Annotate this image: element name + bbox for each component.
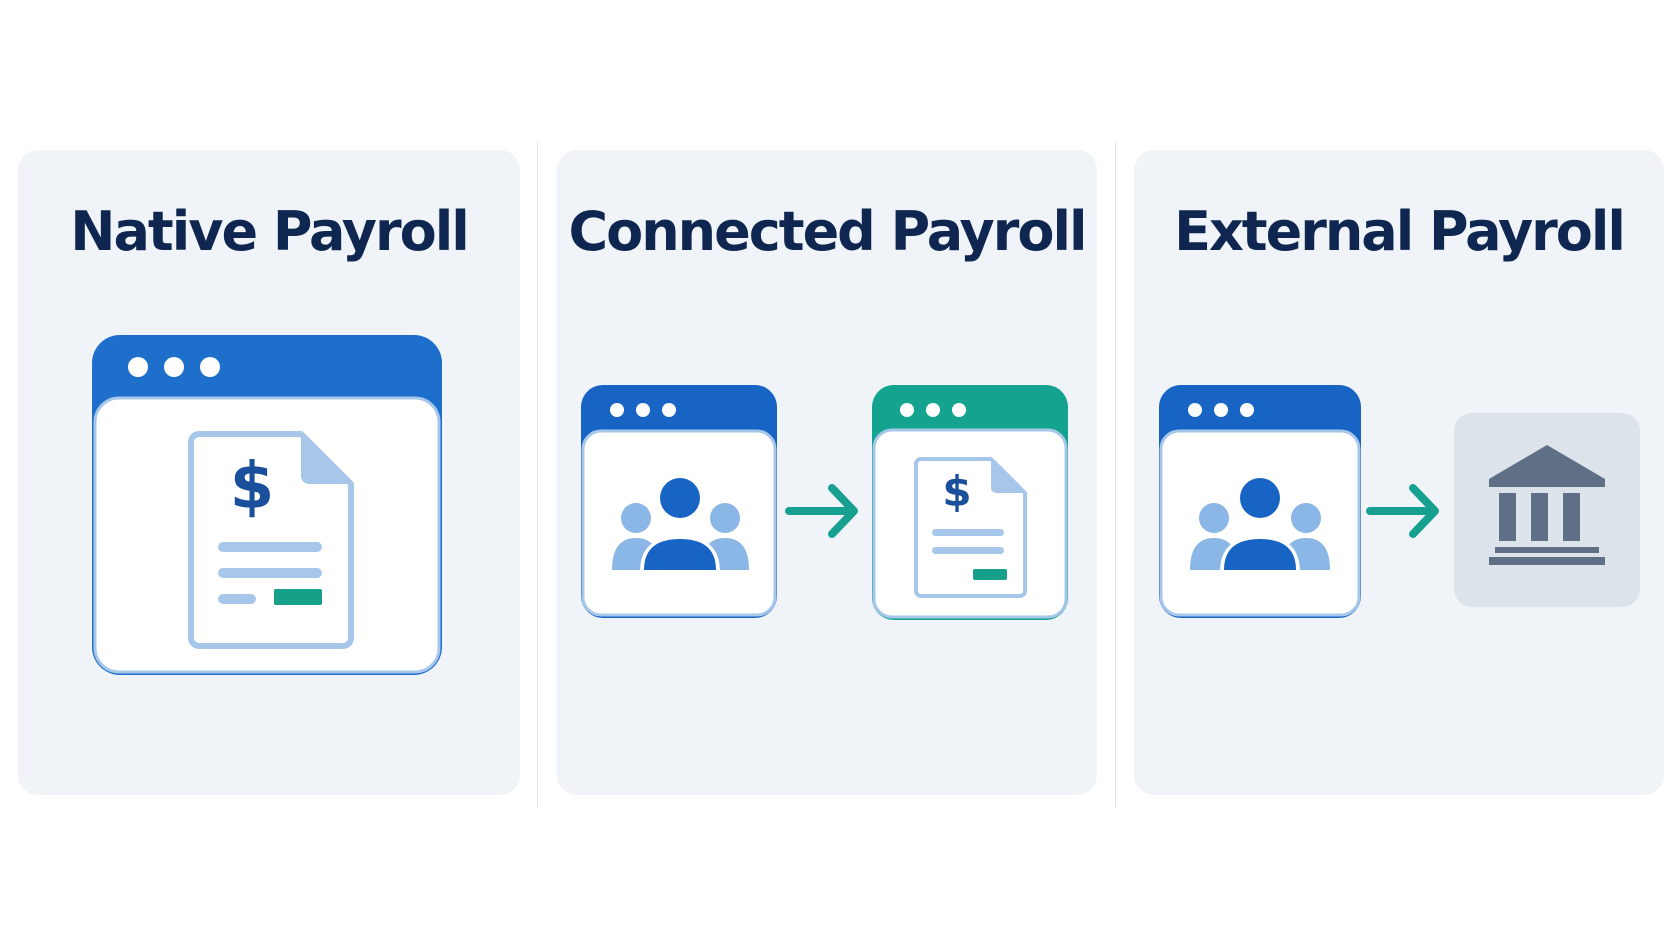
panel-divider [1115,142,1116,807]
panel-title: Native Payroll [70,200,469,263]
people-group-icon [1190,474,1330,572]
people-group-icon [612,474,749,572]
arrow-right-icon [1366,484,1439,538]
dollar-sign-icon: $ [942,467,971,516]
native-payroll-illustration: $ [92,335,442,675]
external-payroll-illustration [1159,385,1640,618]
external-payroll-panel: External Payroll [1134,150,1664,795]
panel-title: Connected Payroll [568,200,1088,263]
payslip-document-icon: $ [188,431,354,649]
bank-building-icon [1454,413,1640,607]
panel-divider [537,142,538,807]
connected-payroll-illustration: $ [581,385,1068,620]
dollar-sign-icon: $ [230,450,275,524]
payslip-document-icon: $ [914,457,1027,598]
panel-title: External Payroll [1174,200,1626,263]
connected-payroll-panel: Connected Payroll [557,150,1097,795]
native-payroll-panel: Native Payroll $ [18,150,520,795]
arrow-right-icon [785,484,858,538]
